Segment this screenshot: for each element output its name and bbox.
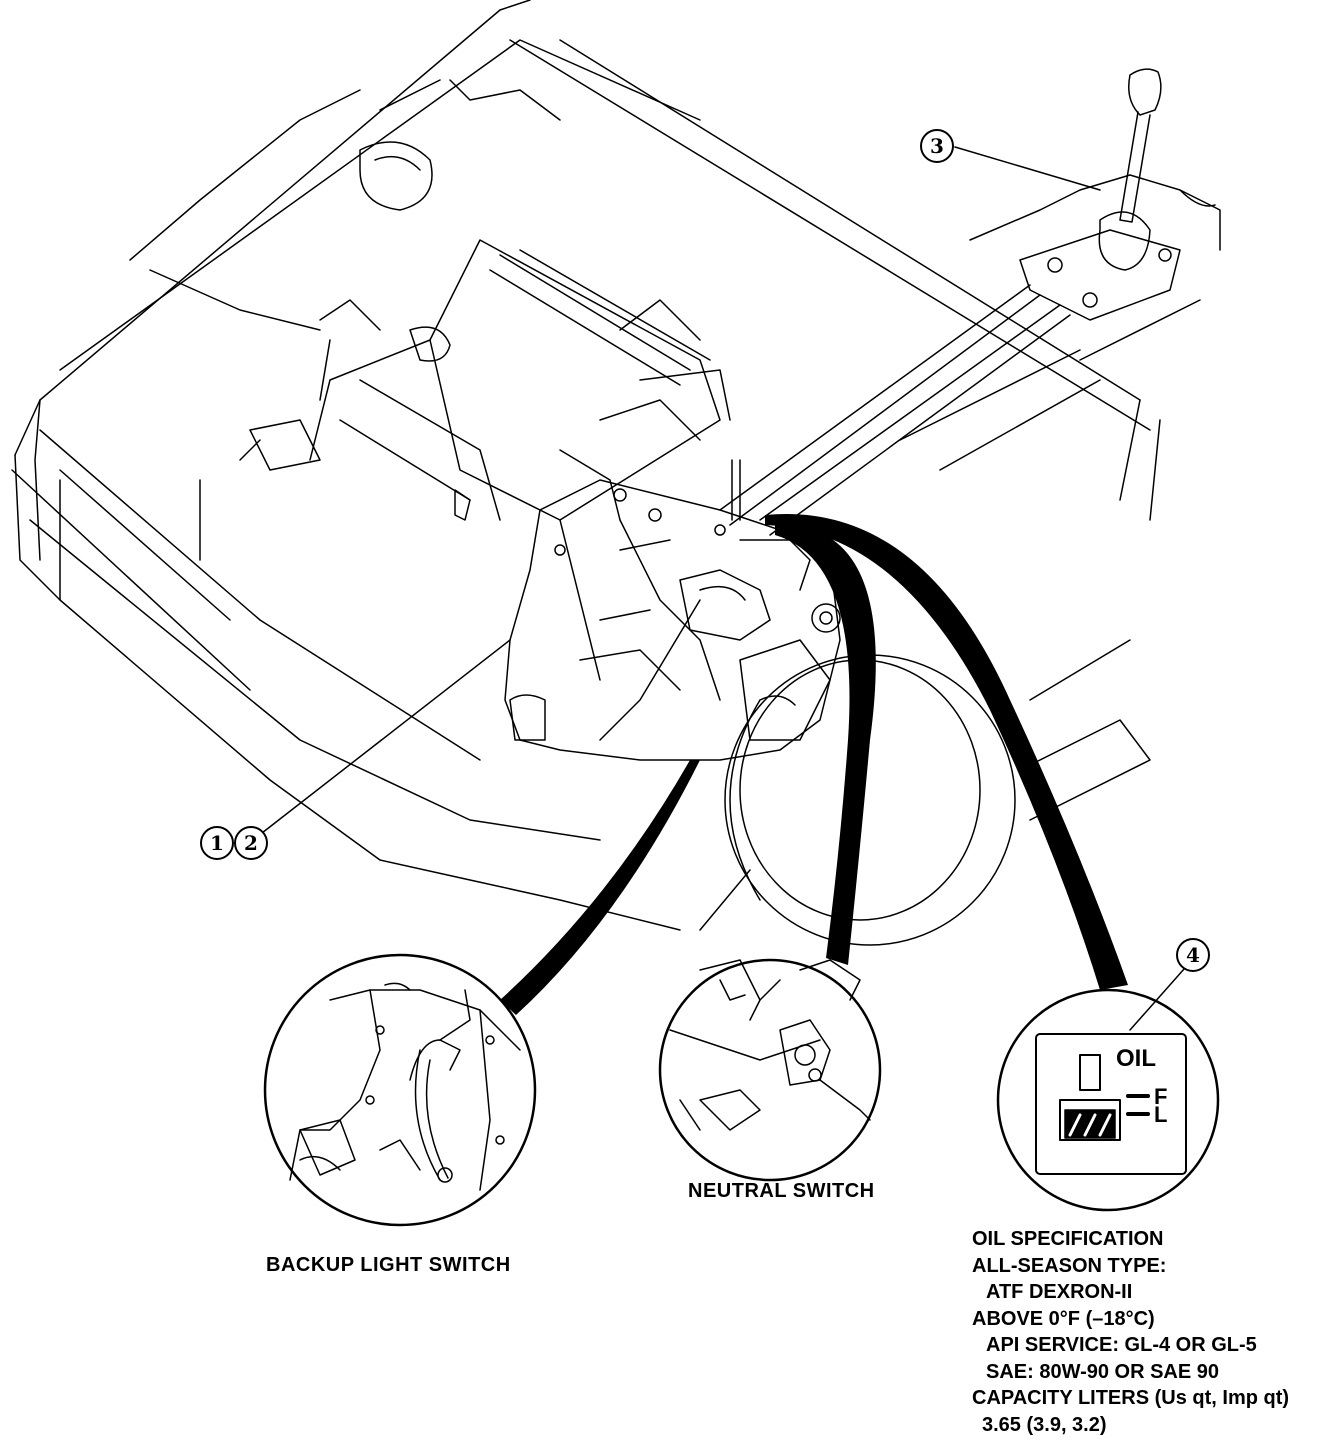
spec-api: API SERVICE: GL-4 OR GL-5	[986, 1334, 1257, 1356]
neutral-switch-label: NEUTRAL SWITCH	[688, 1180, 875, 1202]
gauge-oil-text: OIL	[1116, 1045, 1156, 1072]
shift-lever	[719, 68, 1221, 536]
oil-specification: OIL SPECIFICATION ALL-SEASON TYPE: ATF D…	[972, 1226, 1289, 1438]
oil-gauge-detail	[996, 988, 1220, 1212]
leader-lines	[261, 146, 1193, 1031]
spec-above: ABOVE 0°F (–18°C)	[972, 1307, 1155, 1330]
callout-2: 2	[234, 826, 268, 860]
spec-title: OIL SPECIFICATION	[972, 1228, 1164, 1250]
callout-4: 4	[1176, 938, 1210, 972]
callout-3: 3	[920, 129, 954, 163]
spec-capacity: CAPACITY LITERS (Us qt, Imp qt)	[972, 1387, 1290, 1409]
vehicle-body	[11, 0, 1201, 931]
engine	[129, 79, 731, 521]
spec-all-season: ALL-SEASON TYPE:	[972, 1254, 1167, 1277]
backup-light-switch-label: BACKUP LIGHT SWITCH	[266, 1254, 511, 1276]
detail-bands	[500, 513, 1128, 1015]
neutral-switch-detail	[658, 958, 882, 1182]
transaxle	[504, 479, 841, 761]
spec-capacity-value: 3.65 (3.9, 3.2)	[982, 1413, 1107, 1436]
backup-light-switch-detail	[263, 953, 537, 1227]
gauge-full-text: F	[1154, 1084, 1167, 1109]
spec-atf: ATF DEXRON-II	[986, 1281, 1133, 1303]
spec-sae: SAE: 80W-90 OR SAE 90	[986, 1360, 1220, 1383]
gauge-low-text: L	[1154, 1102, 1167, 1127]
callout-1: 1	[200, 826, 234, 860]
